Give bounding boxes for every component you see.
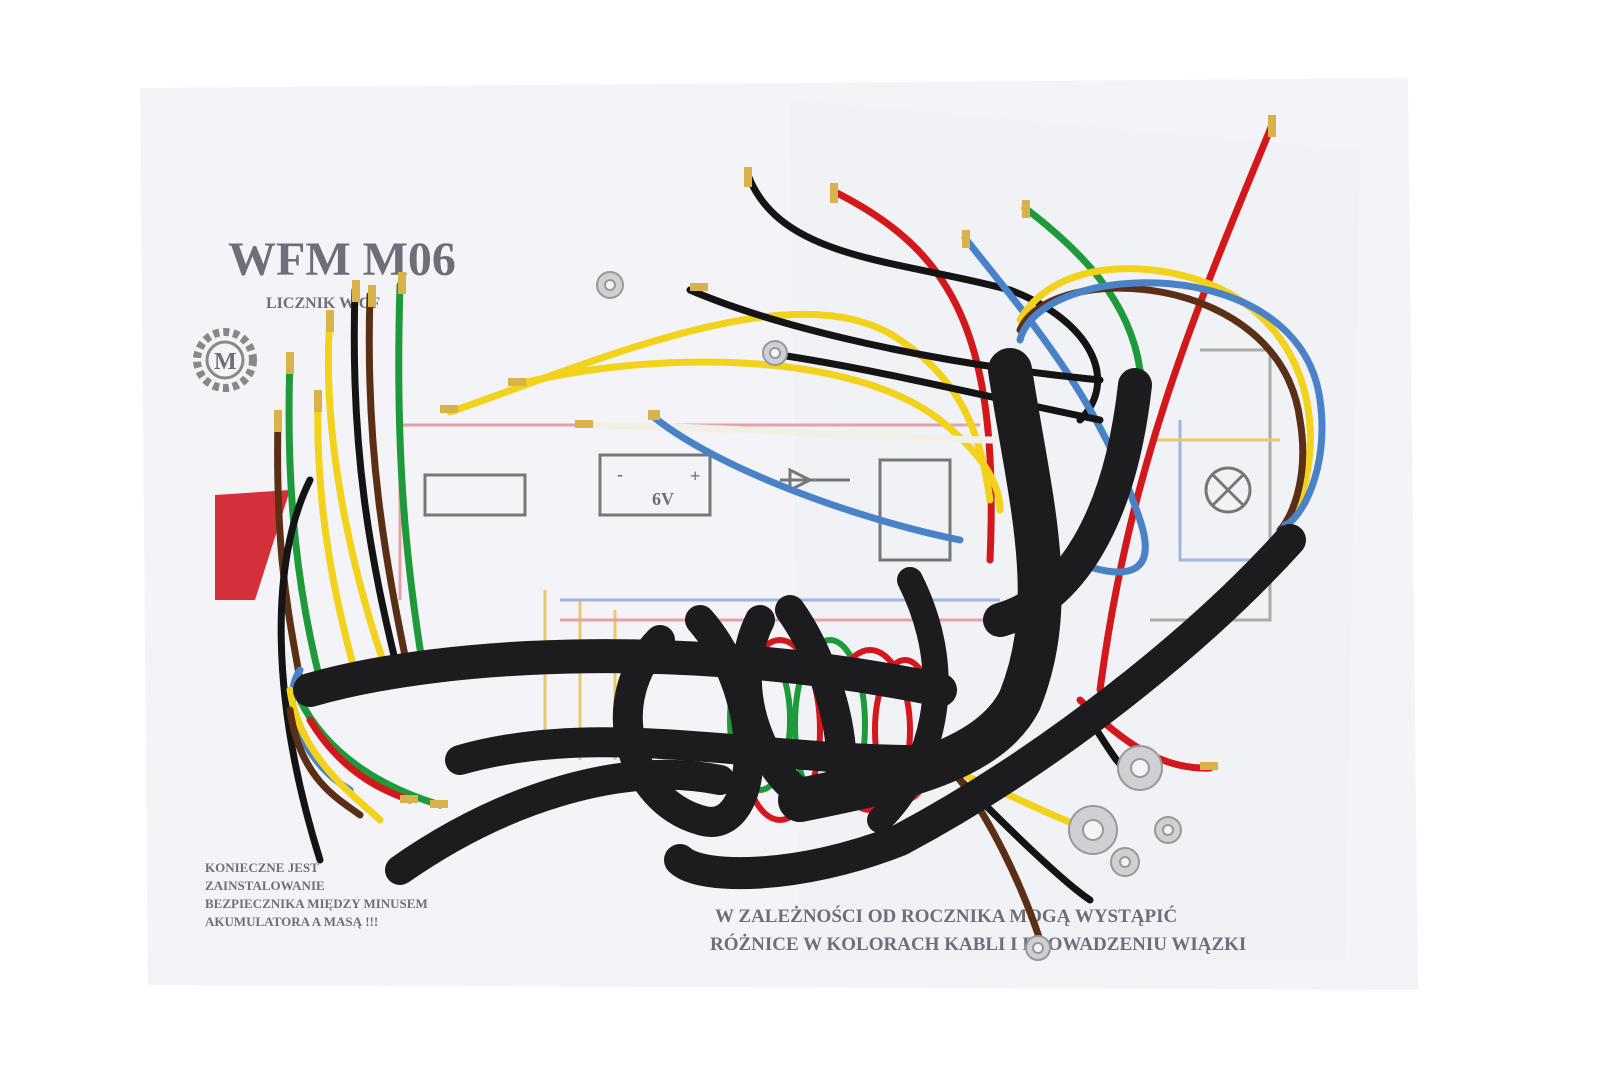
svg-text:AKUMULATORA A MASĄ !!!: AKUMULATORA A MASĄ !!! (205, 914, 378, 929)
svg-text:W ZALEŻNOŚCI OD ROCZNIKA MOGĄ: W ZALEŻNOŚCI OD ROCZNIKA MOGĄ WYSTĄPIĆ (715, 905, 1177, 927)
svg-text:RÓŻNICE W KOLORACH KABLI I PRO: RÓŻNICE W KOLORACH KABLI I PROWADZENIU W… (710, 933, 1246, 955)
svg-text:M: M (214, 349, 237, 375)
battery-plus: + (690, 466, 700, 486)
ring-terminals (596, 271, 1182, 961)
battery-minus: - (617, 464, 623, 484)
svg-text:BEZPIECZNIKA MIĘDZY MINUSEM: BEZPIECZNIKA MIĘDZY MINUSEM (205, 896, 428, 911)
svg-text:ZAINSTALOWANIE: ZAINSTALOWANIE (205, 878, 325, 893)
diagram-title: WFM M06 (228, 233, 456, 286)
diagram-red-component (215, 490, 290, 600)
battery-label: 6V (652, 489, 674, 509)
brass-connector-pins (274, 115, 1276, 808)
black-sleeves (293, 348, 1306, 890)
color-variation-note: W ZALEŻNOŚCI OD ROCZNIKA MOGĄ WYSTĄPIĆ R… (710, 905, 1246, 955)
gear-logo-icon: M (193, 328, 257, 392)
fuse-warning: KONIECZNE JEST ZAINSTALOWANIE BEZPIECZNI… (205, 860, 428, 929)
diagram-subtitle: LICZNIK W CF (266, 295, 380, 312)
svg-text:KONIECZNE JEST: KONIECZNE JEST (205, 860, 319, 875)
